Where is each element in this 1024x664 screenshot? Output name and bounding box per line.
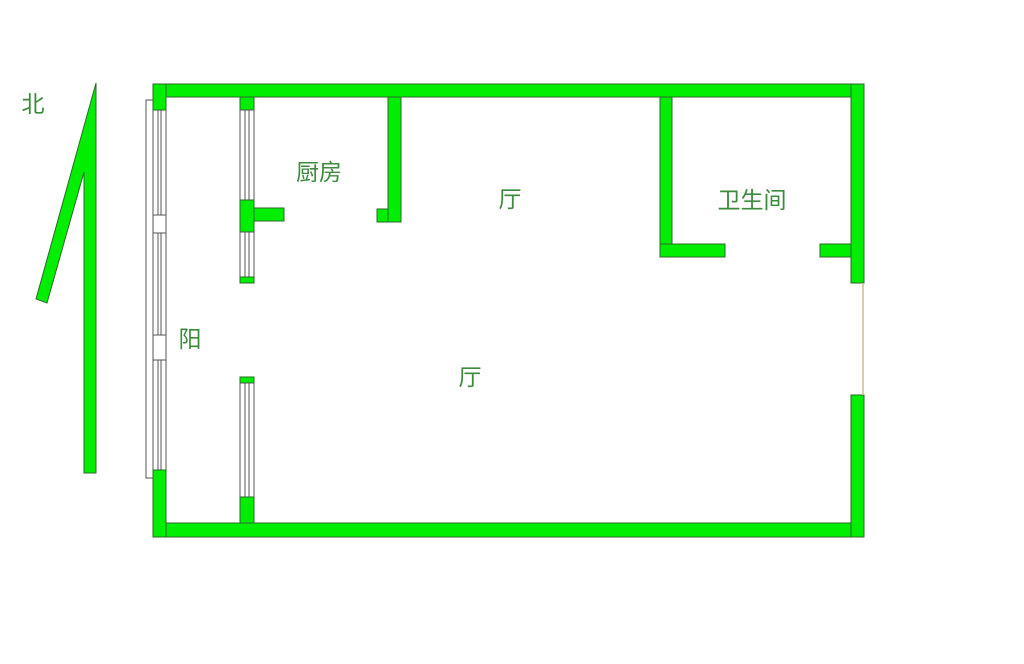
bathroom-walls <box>659 96 852 258</box>
room-label-balcony: 阳 <box>178 327 202 353</box>
outer-walls <box>152 83 865 538</box>
room-label-bathroom: 卫生间 <box>717 188 787 214</box>
compass-north-label: 北 <box>21 92 45 118</box>
balcony-window <box>152 109 167 471</box>
kitchen-partition <box>239 96 285 524</box>
room-label-kitchen: 厨房 <box>296 160 342 186</box>
kitchen-wall <box>376 96 402 223</box>
room-label-living-upper: 厅 <box>498 187 522 213</box>
north-arrow-icon <box>35 82 97 474</box>
room-label-living-lower: 厅 <box>458 365 482 391</box>
